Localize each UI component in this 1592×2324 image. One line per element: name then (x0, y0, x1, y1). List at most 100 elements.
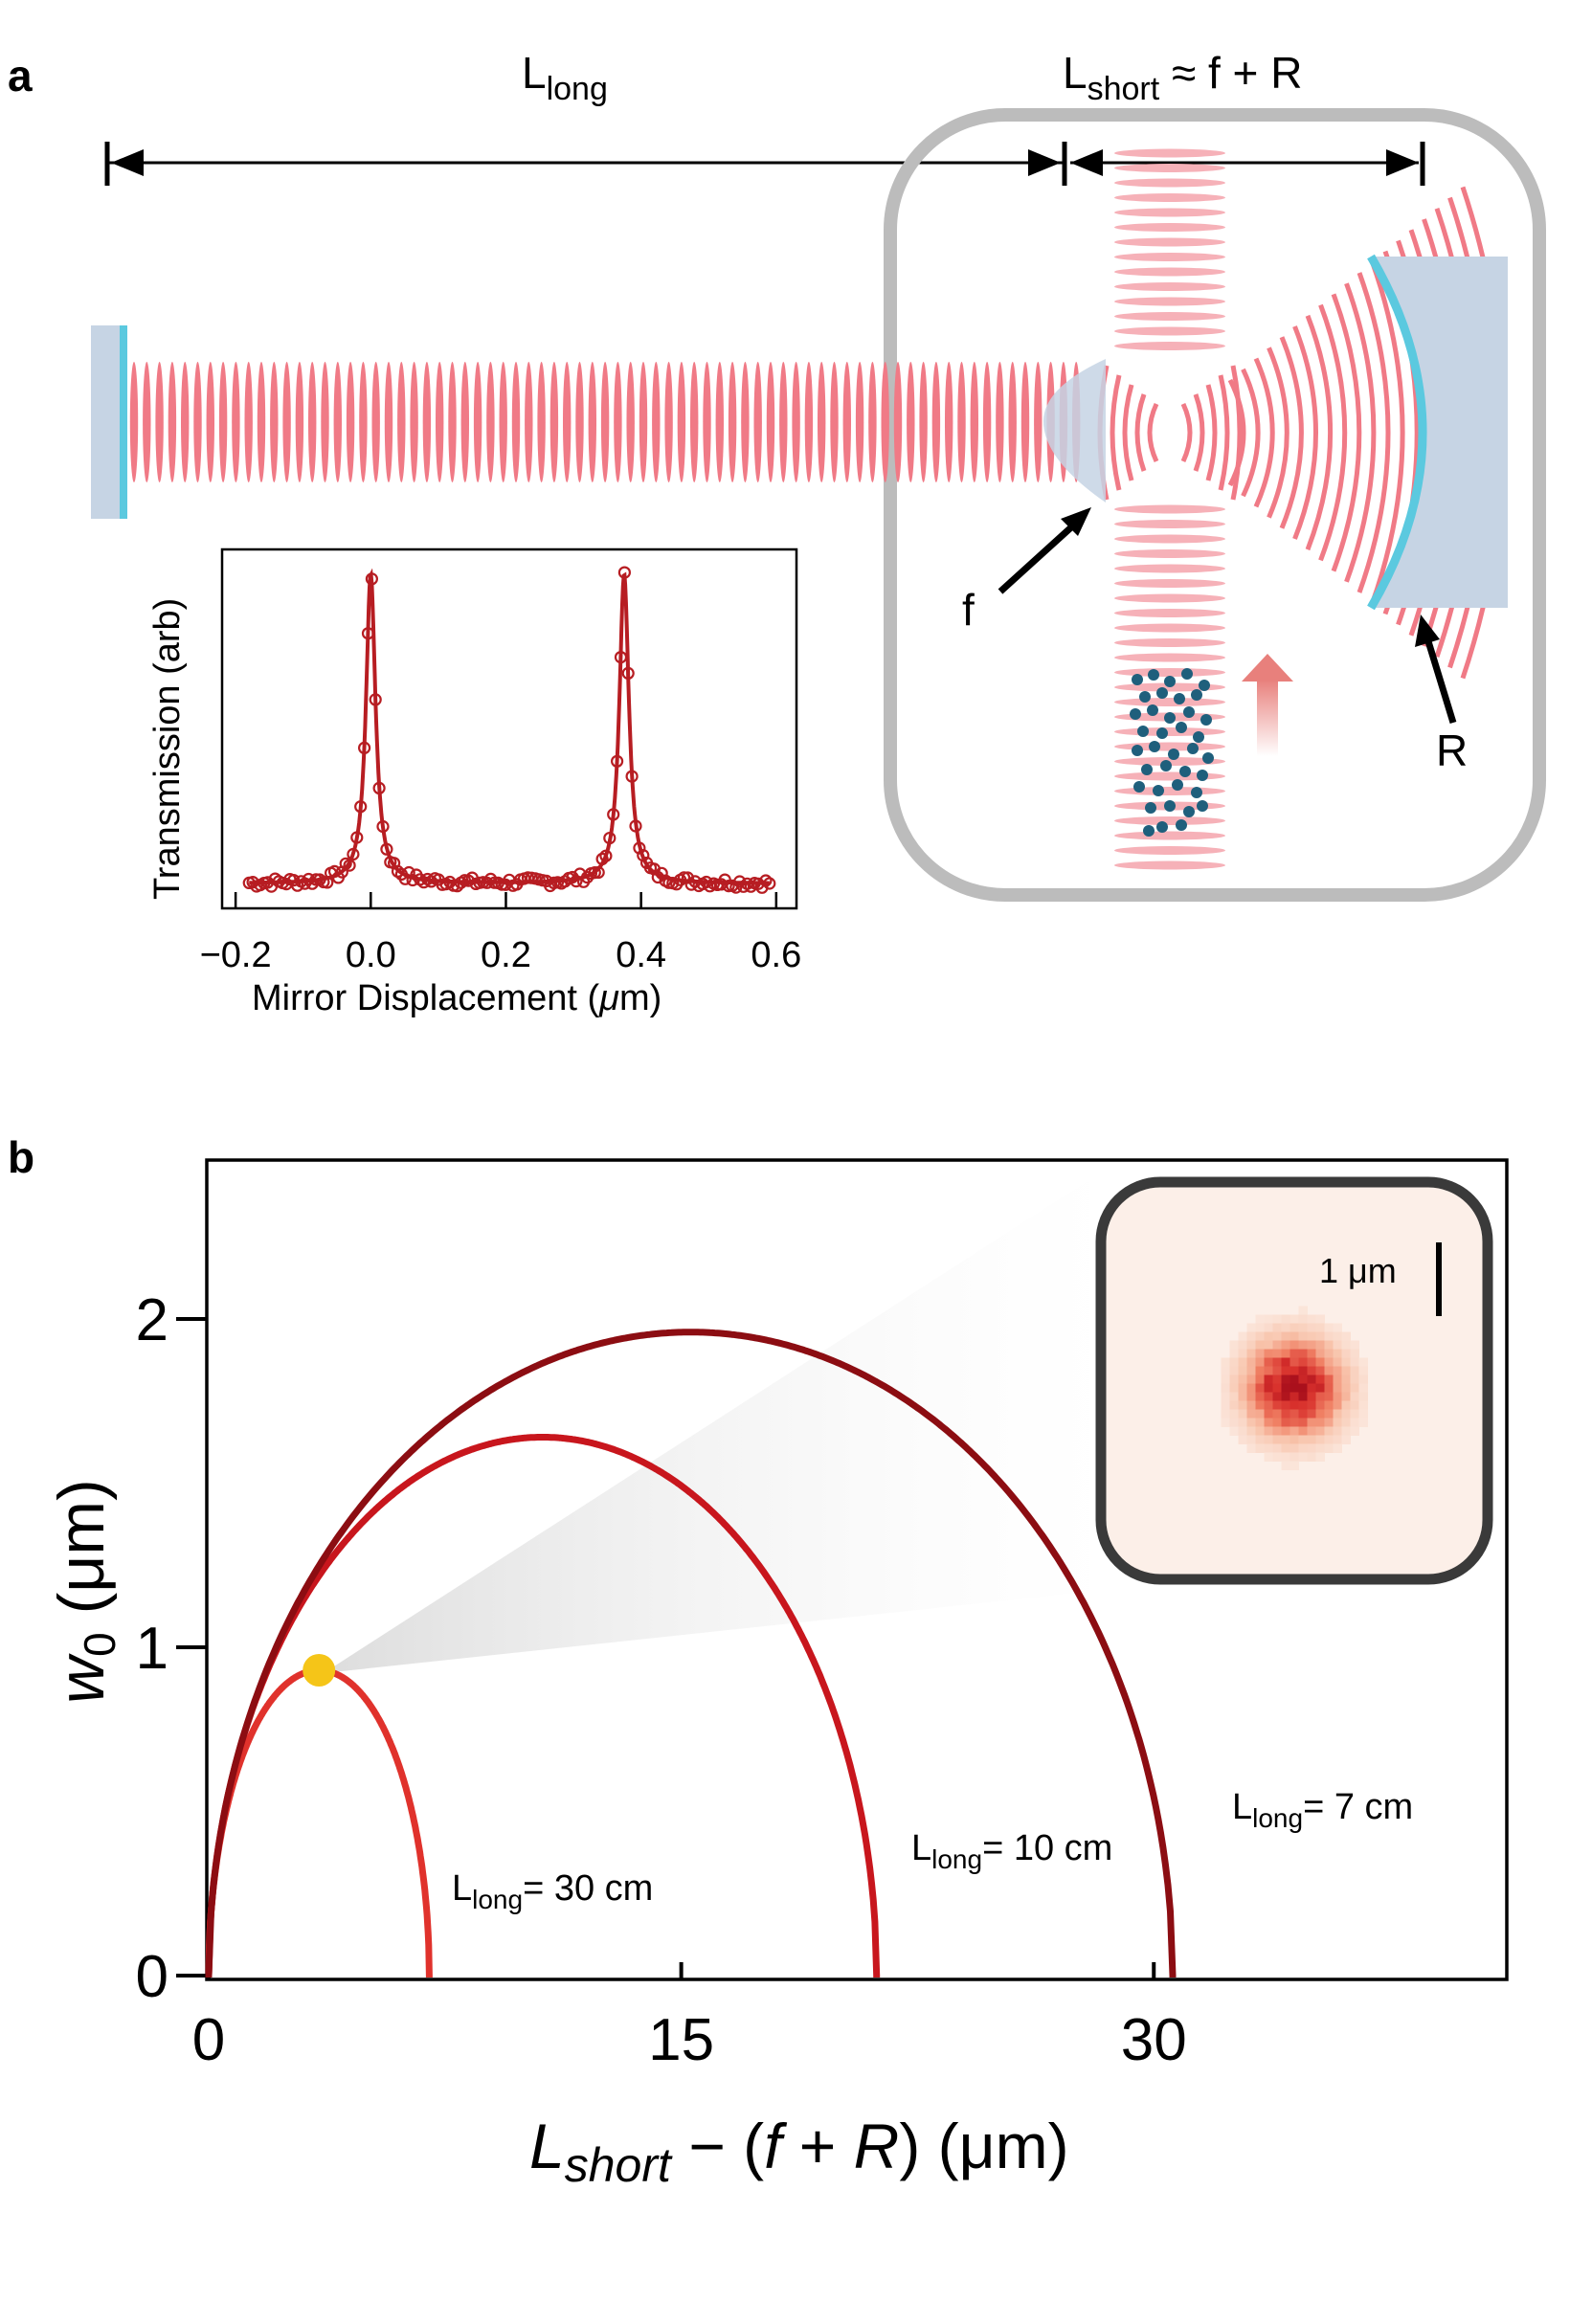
atom-cloud (1130, 668, 1214, 837)
x-axis-label: Lshort − (f + R) (μm) (529, 2111, 1069, 2192)
spot-pixel (1307, 1374, 1316, 1384)
flat-mirror (91, 325, 127, 519)
beam-wavefront (818, 362, 826, 482)
series-line (205, 1434, 881, 1979)
zoom-cone (324, 1163, 1115, 1673)
spot-pixel (1350, 1418, 1359, 1427)
spot-pixel (1264, 1400, 1273, 1410)
spot-pixel (1324, 1435, 1334, 1444)
spot-pixel (1272, 1366, 1282, 1375)
spot-pixel (1281, 1349, 1290, 1358)
spot-pixel (1246, 1383, 1256, 1393)
beam-wavefront (779, 362, 788, 482)
spot-pixel (1221, 1383, 1230, 1393)
standing-wave-fringe (1114, 297, 1225, 306)
atom (1147, 704, 1158, 716)
spot-pixel (1350, 1426, 1359, 1436)
inset-x-tick-label: 0.6 (751, 935, 801, 975)
spot-pixel (1255, 1383, 1265, 1393)
spot-pixel (1333, 1383, 1342, 1393)
spot-pixel (1350, 1383, 1359, 1393)
spot-pixel (1238, 1357, 1247, 1367)
beam-wavefront (384, 362, 393, 482)
spot-pixel (1221, 1400, 1230, 1410)
data-point (398, 872, 412, 885)
beam-wavefront (486, 362, 495, 482)
vacuum-enclosure (884, 108, 1546, 902)
spot-pixel (1255, 1323, 1265, 1332)
beam-wavefront (422, 362, 432, 482)
standing-wave-fringe (1114, 504, 1225, 514)
spot-pixel (1255, 1409, 1265, 1419)
standing-wave-fringe (1114, 282, 1225, 291)
spot-pixel (1341, 1409, 1351, 1419)
plot-frame (205, 1158, 1509, 1981)
beam-wavefront (473, 362, 482, 482)
spot-pixel (1281, 1331, 1290, 1341)
spot-pixel (1289, 1409, 1299, 1419)
spot-pixel (1281, 1435, 1290, 1444)
spot-pixel (1238, 1366, 1247, 1375)
spot-pixel (1350, 1374, 1359, 1384)
spot-pixel (1272, 1418, 1282, 1427)
spot-pixel (1281, 1392, 1290, 1401)
beam-wavefront (499, 362, 507, 482)
data-point (621, 666, 635, 681)
spot-pixel (1229, 1366, 1239, 1375)
standing-wave-fringe (1114, 579, 1225, 588)
standing-wave-fringe (1114, 831, 1225, 840)
atom (1153, 785, 1164, 796)
spot-pixel (1358, 1357, 1368, 1367)
spot-pixel (1358, 1400, 1368, 1410)
standing-wave-fringe (1114, 653, 1225, 662)
spot-pixel (1298, 1314, 1308, 1324)
spot-pixel (1255, 1357, 1265, 1367)
spot-pixel (1272, 1452, 1282, 1462)
spot-pixel (1358, 1392, 1368, 1401)
spot-pixel (1333, 1418, 1342, 1427)
spot-pixel (1315, 1392, 1325, 1401)
x-tick-label: 15 (648, 2007, 714, 2073)
spot-pixel (1341, 1435, 1351, 1444)
beam-wavefront (1034, 362, 1043, 482)
spot-pixel (1333, 1426, 1342, 1436)
highlight-point (303, 1654, 336, 1687)
wavefront-arc (1227, 378, 1246, 487)
standing-wave-fringe (1114, 698, 1225, 706)
spot-pixel (1341, 1392, 1351, 1401)
atom (1191, 689, 1202, 701)
data-point (361, 627, 375, 640)
wavefront-arc (1241, 368, 1261, 498)
beam-wavefront (804, 362, 814, 482)
beam-wavefront (792, 362, 800, 482)
spot-pixel (1350, 1340, 1359, 1350)
atom (1199, 680, 1210, 691)
spot-pixel (1315, 1383, 1325, 1393)
standing-wave-fringe (1114, 520, 1225, 528)
spot-pixel (1307, 1400, 1316, 1410)
spot-pixel (1350, 1400, 1359, 1410)
spot-pixel (1272, 1357, 1282, 1367)
data-point (347, 847, 360, 861)
spot-pixel (1246, 1323, 1256, 1332)
data-point (588, 865, 601, 880)
spot-pixel (1298, 1443, 1308, 1453)
beam-wavefront (982, 362, 992, 482)
beam-wavefront (919, 362, 928, 482)
spot-pixel (1281, 1374, 1290, 1384)
wavefront-arc (1292, 325, 1318, 540)
inset-frame (220, 547, 798, 910)
wavefront-arc (1122, 384, 1134, 481)
standing-wave-fringe (1114, 267, 1225, 277)
spot-pixel (1246, 1374, 1256, 1384)
spot-pixel (1341, 1349, 1351, 1358)
spot-pixel (1315, 1366, 1325, 1375)
spot-pixel (1229, 1374, 1239, 1384)
data-point (358, 741, 371, 755)
spot-pixel (1333, 1357, 1342, 1367)
spot-pixel (1255, 1426, 1265, 1436)
spot-pixel (1255, 1418, 1265, 1427)
spot-pixel (1298, 1357, 1308, 1367)
beam-wavefront (436, 362, 444, 482)
atom (1183, 706, 1195, 718)
